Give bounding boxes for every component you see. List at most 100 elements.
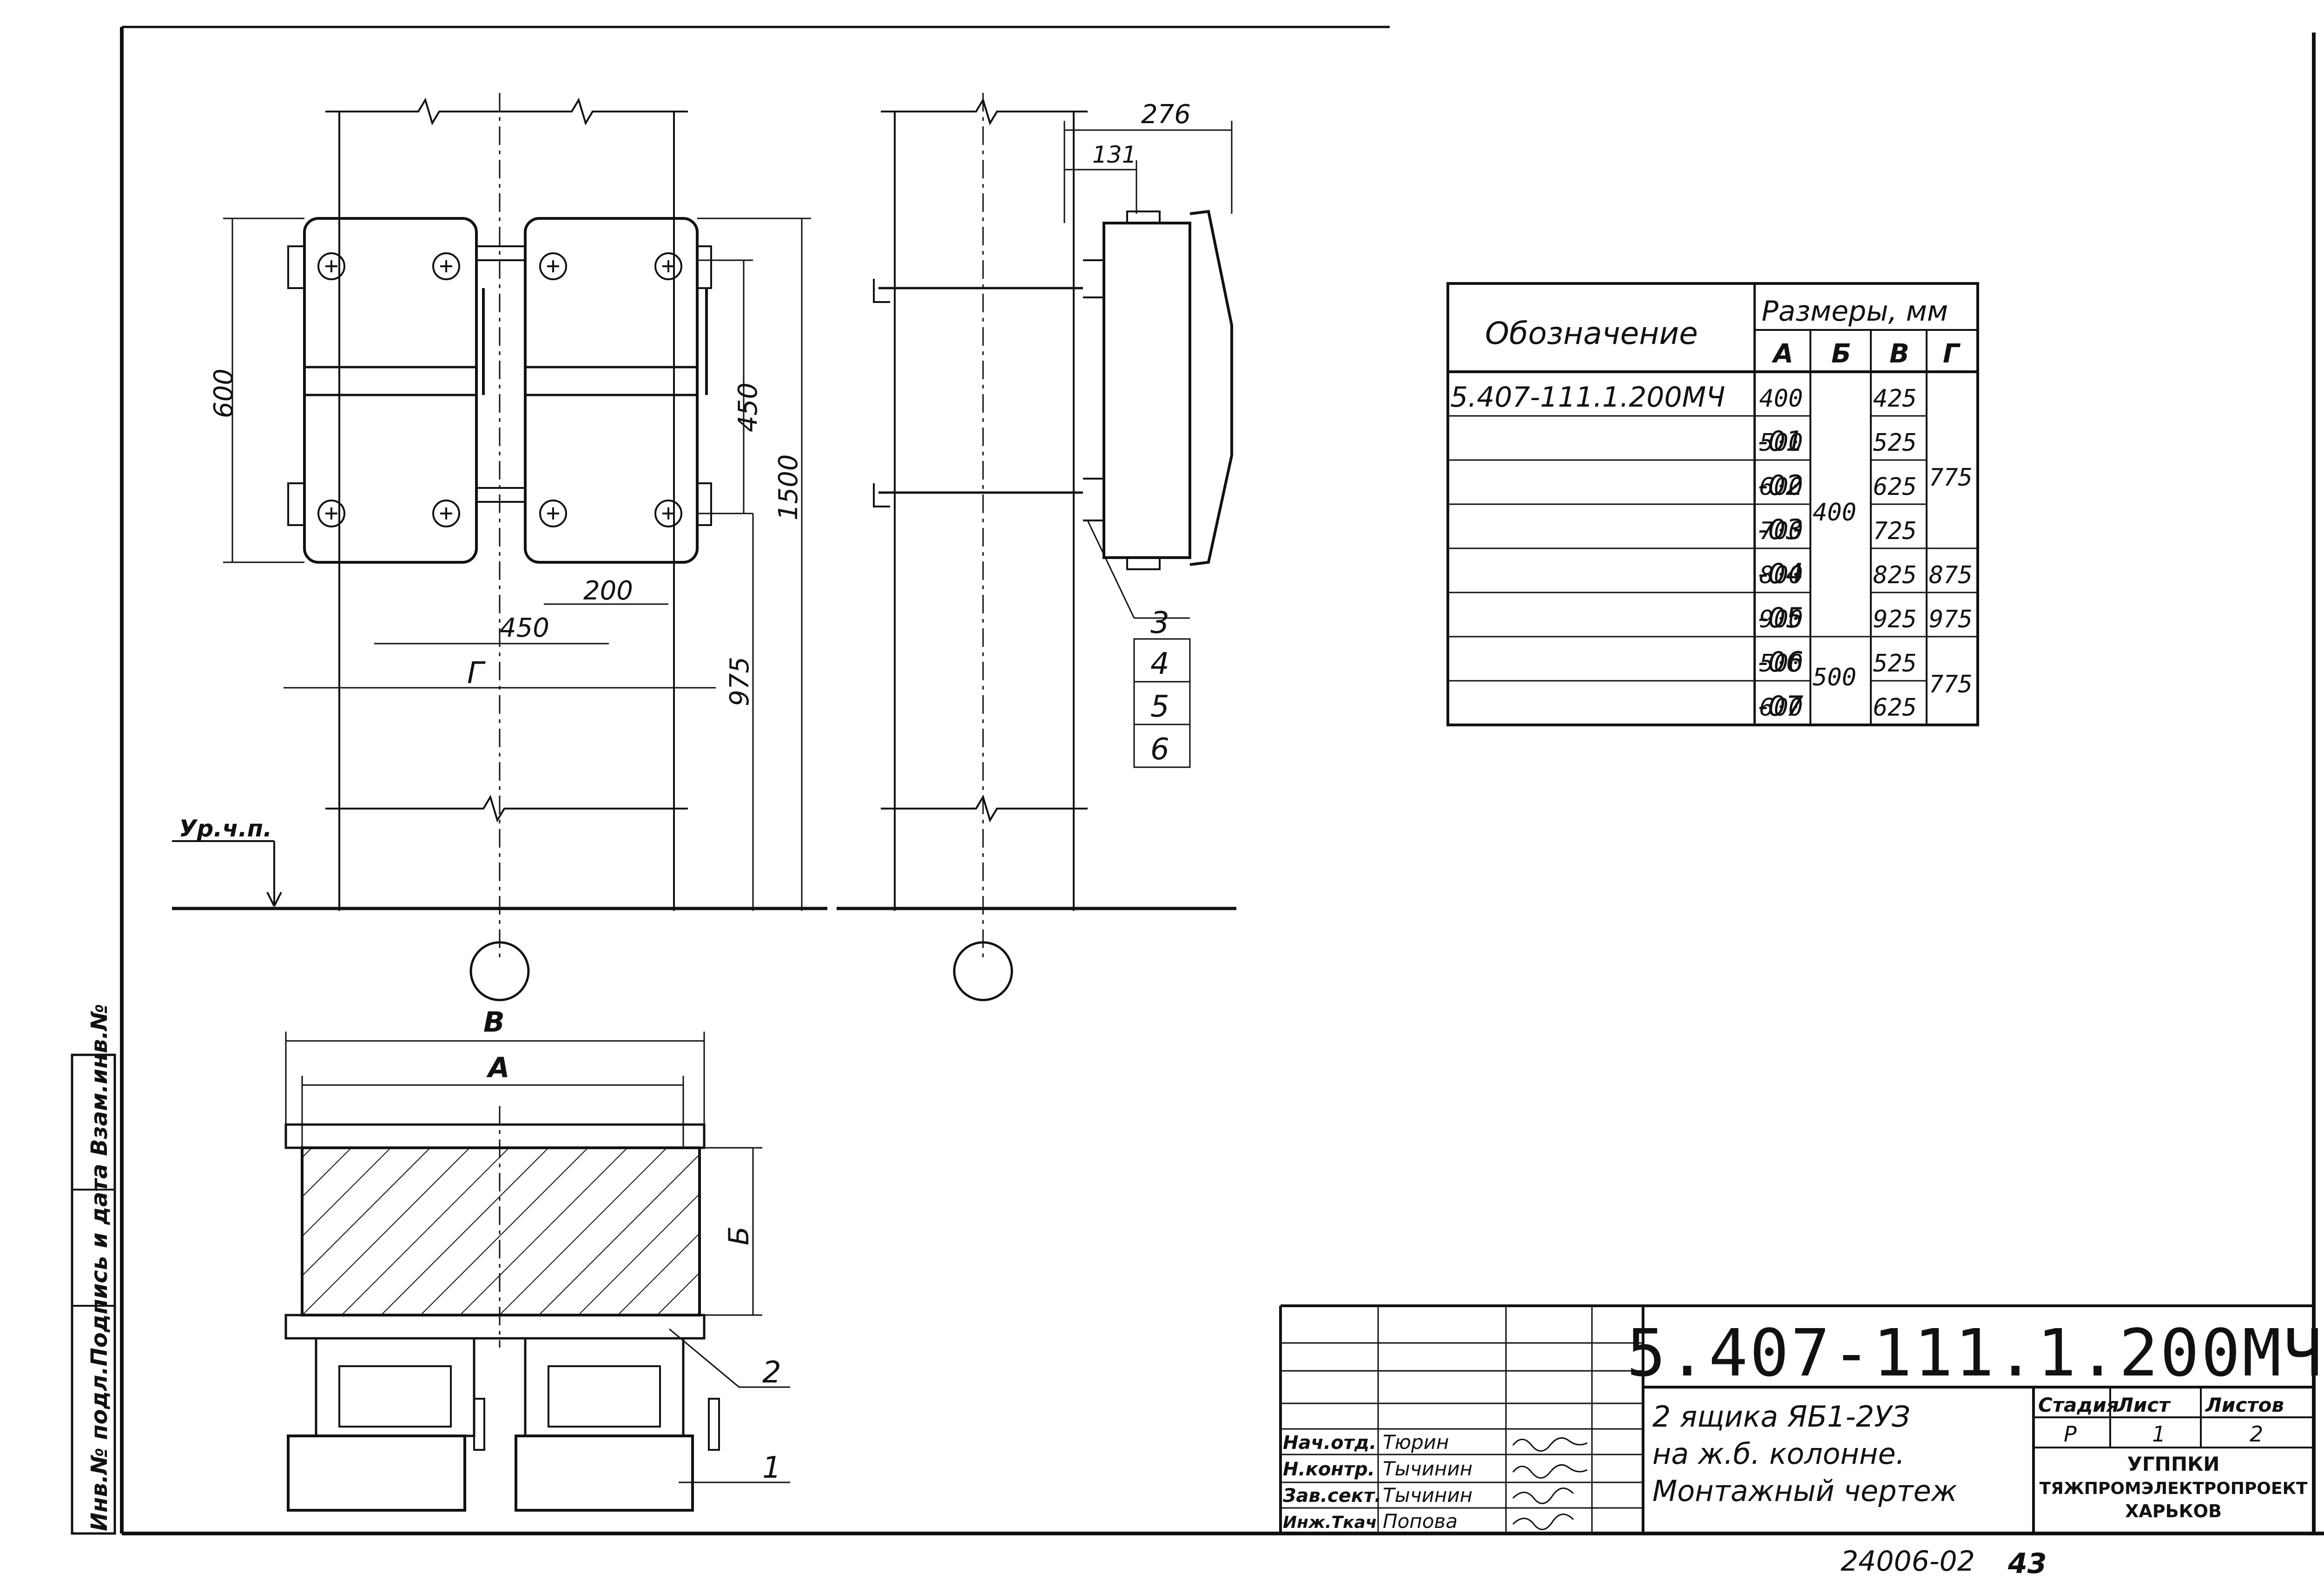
dim-b: Б [723,1226,755,1245]
title-line-2: на ж.б. колонне. [1652,1437,1905,1471]
table-col-a: А [1771,339,1793,369]
table-merged-b-500: 500 [1813,664,1856,691]
front-view [172,93,827,1001]
sheet-frame [120,26,2324,1535]
table-row-designation: -05 [1758,602,1803,634]
stage-label: Стадия [2038,1394,2119,1416]
person-name: Тычинин [1383,1457,1472,1480]
plan-view [284,1032,790,1512]
dim-600: 600 [209,369,239,418]
title-line-3: Монтажный чертеж [1652,1474,1957,1508]
floor-level-label: Ур.ч.п. [179,815,272,842]
callout-2: 2 [762,1356,781,1390]
dim-a: А [486,1052,509,1084]
bottom-note: 24006-02 [1841,1545,1975,1578]
title-block-text: 5.407-111.1.200МЧ 2 ящика ЯБ1-2УЗ на ж.б… [1282,1316,2324,1580]
table-cell-a: 600 [1759,694,1803,722]
cabinet-left [287,217,478,564]
table-row-designation: -02 [1758,469,1803,502]
callout-3: 3 [1150,606,1169,640]
table-cell-a: 600 [1759,473,1803,501]
table-header-designation: Обозначение [1485,316,1698,351]
dim-450-horizontal: 450 [500,613,549,643]
table-cell-a: 900 [1759,605,1803,633]
signatures [1512,1437,1588,1530]
dim-276: 276 [1141,99,1191,130]
callout-5: 5 [1150,690,1169,724]
dim-1500: 1500 [773,454,804,520]
table-merged-g-975: 975 [1929,605,1973,633]
title-block [1279,1304,2314,1533]
table-cell-v: 425 [1873,385,1917,413]
sheets-label: Листов [2205,1394,2284,1416]
role-label: Нач.отд. [1283,1432,1376,1454]
table-row-designation: -06 [1758,646,1803,678]
table-row-designation: 5.407-111.1.200МЧ [1450,381,1725,414]
table-col-v: В [1889,339,1909,369]
org-line-3: ХАРЬКОВ [2125,1501,2222,1521]
plan-dimension-labels: В А Б 2 1 [483,1006,781,1485]
callout-6: 6 [1150,732,1169,767]
table-cell-v: 925 [1873,605,1917,633]
table-cell-v: 625 [1873,473,1917,501]
margin-stamp-text: Инв.№ подл.Подпись и дата Взам.инв.№ [86,1004,112,1531]
table-merged-g-775: 775 [1929,464,1973,492]
role-label: Зав.сект. [1282,1485,1381,1507]
table-col-g: Г [1943,339,1961,369]
role-label: Н.контр. [1283,1459,1375,1480]
table-row-designation: -04 [1758,558,1803,590]
table-cell-v: 525 [1873,429,1917,457]
table-cell-a: 400 [1759,385,1803,413]
dimension-table [1446,282,1979,726]
callout-1: 1 [762,1451,781,1485]
table-row-designation: -07 [1758,690,1803,723]
stage-value: Р [2064,1421,2077,1447]
dim-g: Г [467,656,486,691]
plan-dimensions [285,1032,790,1483]
sheet-label: Лист [2116,1394,2171,1416]
document-code: 5.407-111.1.200МЧ [1627,1316,2324,1391]
plan-cabinets [287,1337,720,1512]
cabinet-right [524,217,712,564]
front-dimension-labels: 600 450 1500 975 200 450 Г Ур.ч.п. [179,369,804,842]
dimension-table-text: Обозначение Размеры, мм А Б В Г 5.407-11… [1450,295,1973,723]
table-row-designation: -03 [1758,513,1803,546]
title-line-1: 2 ящика ЯБ1-2УЗ [1652,1400,1910,1434]
dim-975: 975 [725,657,755,706]
table-cell-v: 525 [1873,650,1917,678]
table-merged-b-400: 400 [1813,499,1856,526]
table-cell-v: 825 [1873,561,1917,589]
dim-450-vertical: 450 [733,382,763,432]
dim-v: В [483,1006,505,1039]
table-cell-v: 725 [1873,517,1917,545]
role-label: Инж.Ткач [1283,1513,1377,1532]
margin-stamp: Инв.№ подл.Подпись и дата Взам.инв.№ [71,1004,116,1535]
org-line-1: УГППКИ [2127,1453,2220,1475]
side-view [837,93,1236,1001]
person-name: Тычинин [1383,1484,1472,1507]
table-header-sizes: Размеры, мм [1762,295,1948,328]
table-cell-a: 800 [1759,561,1803,589]
front-dimensions [223,217,811,911]
dim-131: 131 [1092,141,1136,168]
table-cell-a: 500 [1759,429,1803,457]
person-name: Попова [1383,1510,1458,1533]
table-merged-g-775-bottom: 775 [1929,671,1973,698]
side-dimension-labels: 276 131 3 4 5 6 [1092,99,1191,767]
table-merged-g-875: 875 [1929,561,1973,589]
side-dimensions [1063,121,1233,223]
table-cell-v: 625 [1873,694,1917,722]
sheets-value: 2 [2250,1421,2263,1447]
page-number: 43 [2007,1547,2047,1580]
table-cell-a: 500 [1759,650,1803,678]
dim-200: 200 [583,576,633,606]
table-cell-a: 700 [1759,517,1803,545]
table-col-b: Б [1831,339,1851,369]
callout-boxes [1133,617,1191,768]
person-name: Тюрин [1383,1431,1449,1454]
org-line-2: ТЯЖПРОМЭЛЕКТРОПРОЕКТ [2040,1479,2308,1498]
callout-4: 4 [1150,647,1169,681]
sheet-value: 1 [2152,1421,2166,1447]
table-row-designation: -01 [1758,425,1803,458]
